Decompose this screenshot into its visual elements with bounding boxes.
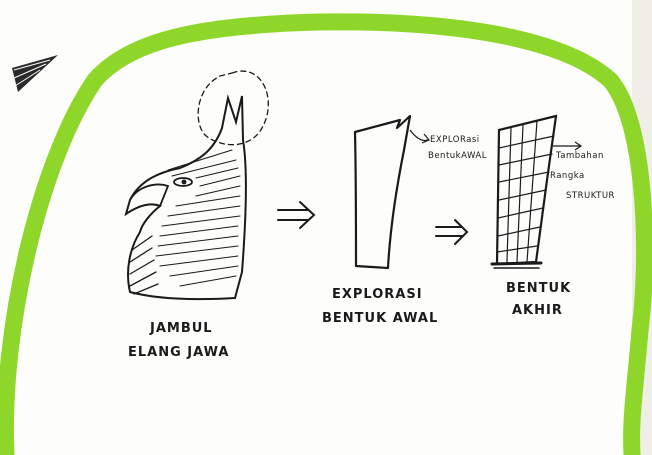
stage-3-label-line1: BENTUK: [506, 282, 571, 295]
annotation-structure-line2: Rangka: [550, 172, 585, 181]
annotation-structure-line3: STRUKTUR: [566, 192, 615, 201]
annotation-initial-form-line2: BentukAWAL: [428, 152, 487, 161]
stage-1-label-line2: ELANG JAWA: [128, 346, 229, 359]
annotation-structure-line1: Tambahan: [556, 152, 604, 161]
annotation-initial-form-line1: EXPLORasi: [430, 136, 480, 145]
stage-2-label-line2: BENTUK AWAL: [322, 312, 438, 325]
stage-1-label-line1: JAMBUL: [150, 322, 213, 335]
stage-2-label-line1: EXPLORASI: [332, 288, 423, 301]
stage-3-label-line2: AKHIR: [512, 304, 563, 317]
